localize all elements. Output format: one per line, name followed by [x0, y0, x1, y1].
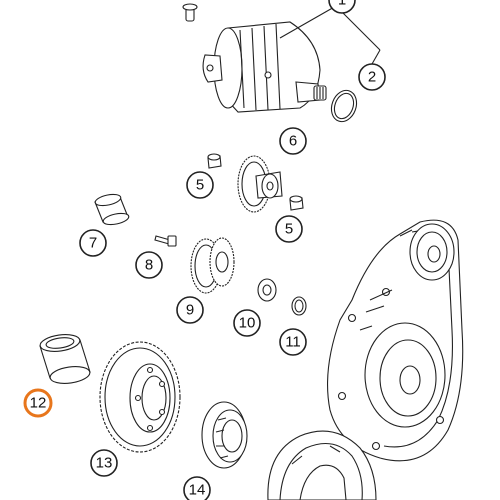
starter-motor: [182, 3, 327, 113]
svg-text:5: 5: [285, 221, 293, 238]
ignition-cover: [326, 219, 464, 462]
svg-text:5: 5: [196, 177, 204, 194]
bolt: [154, 235, 177, 247]
washer: [257, 278, 277, 302]
needle-bearing: [39, 334, 91, 384]
flywheel: [267, 430, 377, 500]
svg-text:1: 1: [338, 0, 346, 9]
svg-text:2: 2: [368, 69, 376, 86]
svg-text:13: 13: [96, 455, 113, 472]
svg-text:9: 9: [186, 302, 194, 319]
callout-8: 8: [135, 251, 163, 279]
callout-5-upper: 5: [186, 171, 214, 199]
o-ring: [330, 89, 358, 123]
callout-12: 12: [23, 388, 53, 418]
callout-9: 9: [176, 296, 204, 324]
callout-6: 6: [279, 127, 307, 155]
callout-11: 11: [279, 328, 307, 356]
callout-1: 1: [328, 0, 356, 14]
svg-text:14: 14: [189, 482, 206, 499]
leader-2: [371, 49, 381, 65]
callout-14: 14: [183, 476, 211, 500]
svg-text:11: 11: [285, 334, 301, 351]
circlip: [291, 296, 307, 316]
callout-2: 2: [358, 63, 386, 91]
svg-text:7: 7: [89, 235, 97, 252]
idler-gear: [190, 237, 235, 294]
svg-text:12: 12: [30, 395, 47, 412]
callout-7: 7: [79, 229, 107, 257]
svg-text:10: 10: [239, 315, 256, 332]
bushing-lower: [289, 195, 304, 211]
sleeve: [94, 193, 130, 226]
bushing-upper: [207, 153, 222, 169]
callout-13: 13: [90, 449, 118, 477]
callout-5-lower: 5: [275, 215, 303, 243]
freewheel: [201, 401, 248, 469]
callout-10: 10: [233, 309, 261, 337]
starter-bolt: [182, 3, 198, 22]
intermediate-gear: [237, 155, 283, 213]
svg-text:6: 6: [289, 133, 297, 150]
svg-text:8: 8: [145, 257, 153, 274]
starter-gear: [99, 341, 181, 453]
